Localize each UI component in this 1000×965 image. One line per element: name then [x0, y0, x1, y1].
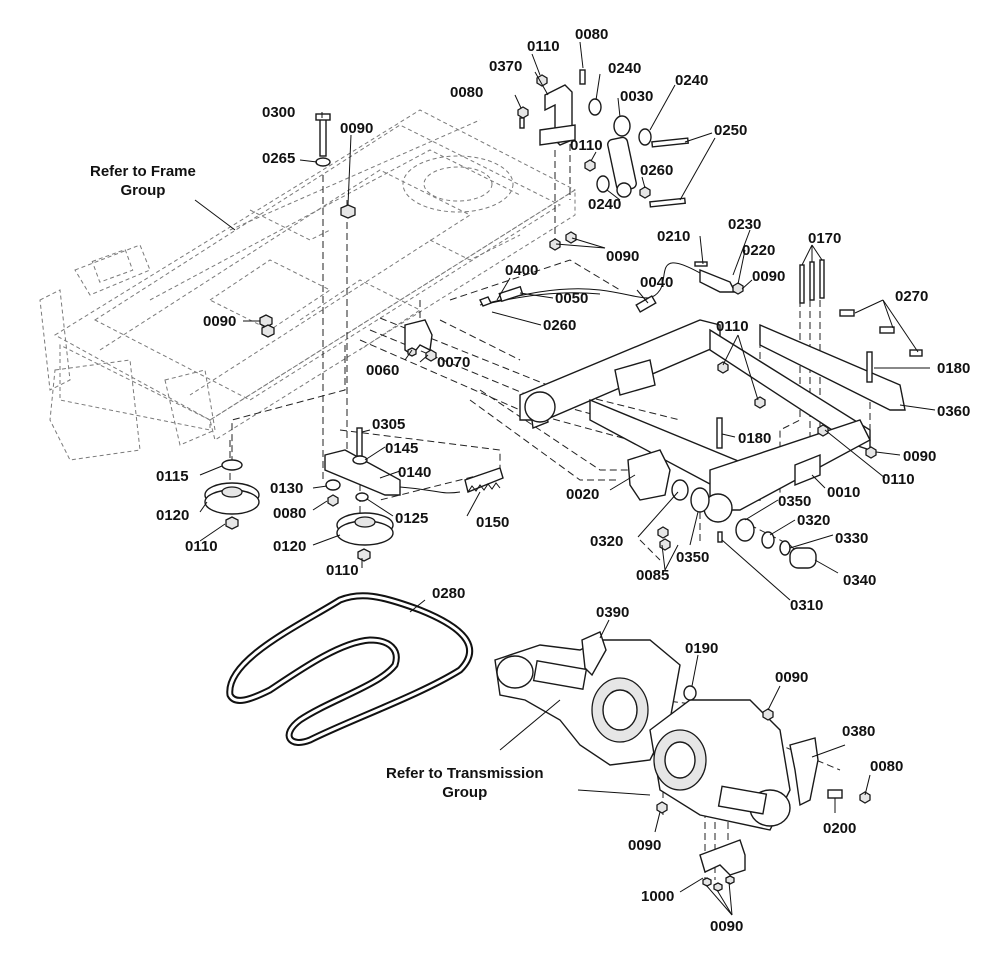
callout-label: 0115: [156, 468, 189, 485]
transmission-reference-line1: Refer to Transmission: [386, 765, 544, 782]
frame-reference-line2: Group: [120, 182, 166, 199]
callout-label: 0390: [596, 604, 630, 621]
callout-label: 0010: [827, 484, 861, 501]
callout-label: 0260: [640, 162, 674, 179]
frame-reference-line1: Refer to Frame: [90, 163, 196, 180]
callout-label: 0370: [489, 58, 523, 75]
cable-assembly: [479, 261, 744, 313]
callout-label: 0240: [675, 72, 709, 89]
callout-label: 0150: [476, 514, 510, 531]
callout-label: 0360: [937, 403, 971, 420]
callout-label: 0220: [742, 242, 776, 259]
transmission-reference-line2: Group: [442, 784, 488, 801]
callout-label: 0090: [775, 669, 809, 686]
drive-belt: [226, 592, 473, 746]
callout-label: 0270: [895, 288, 929, 305]
callout-label: 0305: [372, 416, 406, 433]
callout-label: 0110: [527, 38, 560, 55]
callout-label: 0240: [588, 196, 622, 213]
idler-assembly: [204, 427, 504, 562]
callout-label: 0080: [575, 26, 609, 43]
callout-label: 1000: [641, 888, 675, 905]
callout-label: 0380: [842, 723, 876, 740]
callout-label: 0090: [606, 248, 640, 265]
callout-label: 0140: [398, 464, 432, 481]
callout-label: 0350: [676, 549, 710, 566]
callout-label: 0310: [790, 597, 824, 614]
callout-label: 0090: [340, 120, 374, 137]
callout-label: 0170: [808, 230, 842, 247]
callout-label: 0320: [797, 512, 831, 529]
callout-label: 0330: [835, 530, 869, 547]
callout-label: 0030: [620, 88, 654, 105]
callout-label: 0090: [628, 837, 662, 854]
transmission-assembly: [494, 631, 871, 892]
frame-group-reference: Refer to Frame Group: [90, 162, 196, 200]
callout-label: 0130: [270, 480, 304, 497]
callout-label: 0200: [823, 820, 857, 837]
callout-label: 0120: [156, 507, 190, 524]
callout-label: 0020: [566, 486, 600, 503]
callout-label: 0110: [185, 538, 218, 555]
callout-label: 0280: [432, 585, 466, 602]
frame-assembly: [39, 109, 577, 461]
callout-label: 0110: [882, 471, 915, 488]
callout-label: 0350: [778, 493, 812, 510]
callout-label: 0180: [937, 360, 971, 377]
callout-label: 0120: [273, 538, 307, 555]
callout-label: 0340: [843, 572, 877, 589]
callout-label: 0180: [738, 430, 772, 447]
callout-label: 0110: [570, 137, 603, 154]
callout-label: 0080: [870, 758, 904, 775]
callout-label: 0070: [437, 354, 471, 371]
callout-label: 0110: [326, 562, 359, 579]
hardware: [259, 69, 689, 362]
callout-label: 0090: [203, 313, 237, 330]
callout-label: 0090: [710, 918, 744, 935]
callout-label: 0125: [395, 510, 429, 527]
callout-label: 0260: [543, 317, 577, 334]
callout-label: 0320: [590, 533, 624, 550]
callout-label: 0050: [555, 290, 589, 307]
callout-label: 0080: [450, 84, 484, 101]
callout-label: 0265: [262, 150, 296, 167]
callout-label: 0190: [685, 640, 719, 657]
transmission-group-reference: Refer to Transmission Group: [386, 764, 544, 802]
callout-label: 0085: [636, 567, 670, 584]
callout-label: 0210: [657, 228, 691, 245]
callout-label: 0230: [728, 216, 762, 233]
callout-label: 0080: [273, 505, 307, 522]
callout-label: 0145: [385, 440, 419, 457]
callout-label: 0090: [752, 268, 786, 285]
callout-label: 0060: [366, 362, 400, 379]
callout-label: 0110: [716, 318, 749, 335]
callout-label: 0090: [903, 448, 937, 465]
callout-label: 0040: [640, 274, 674, 291]
leader-lines: [194, 41, 936, 916]
support-frame: [519, 259, 923, 569]
callout-label: 0250: [714, 122, 748, 139]
callout-label: 0400: [505, 262, 539, 279]
callout-label: 0300: [262, 104, 296, 121]
callout-label: 0240: [608, 60, 642, 77]
